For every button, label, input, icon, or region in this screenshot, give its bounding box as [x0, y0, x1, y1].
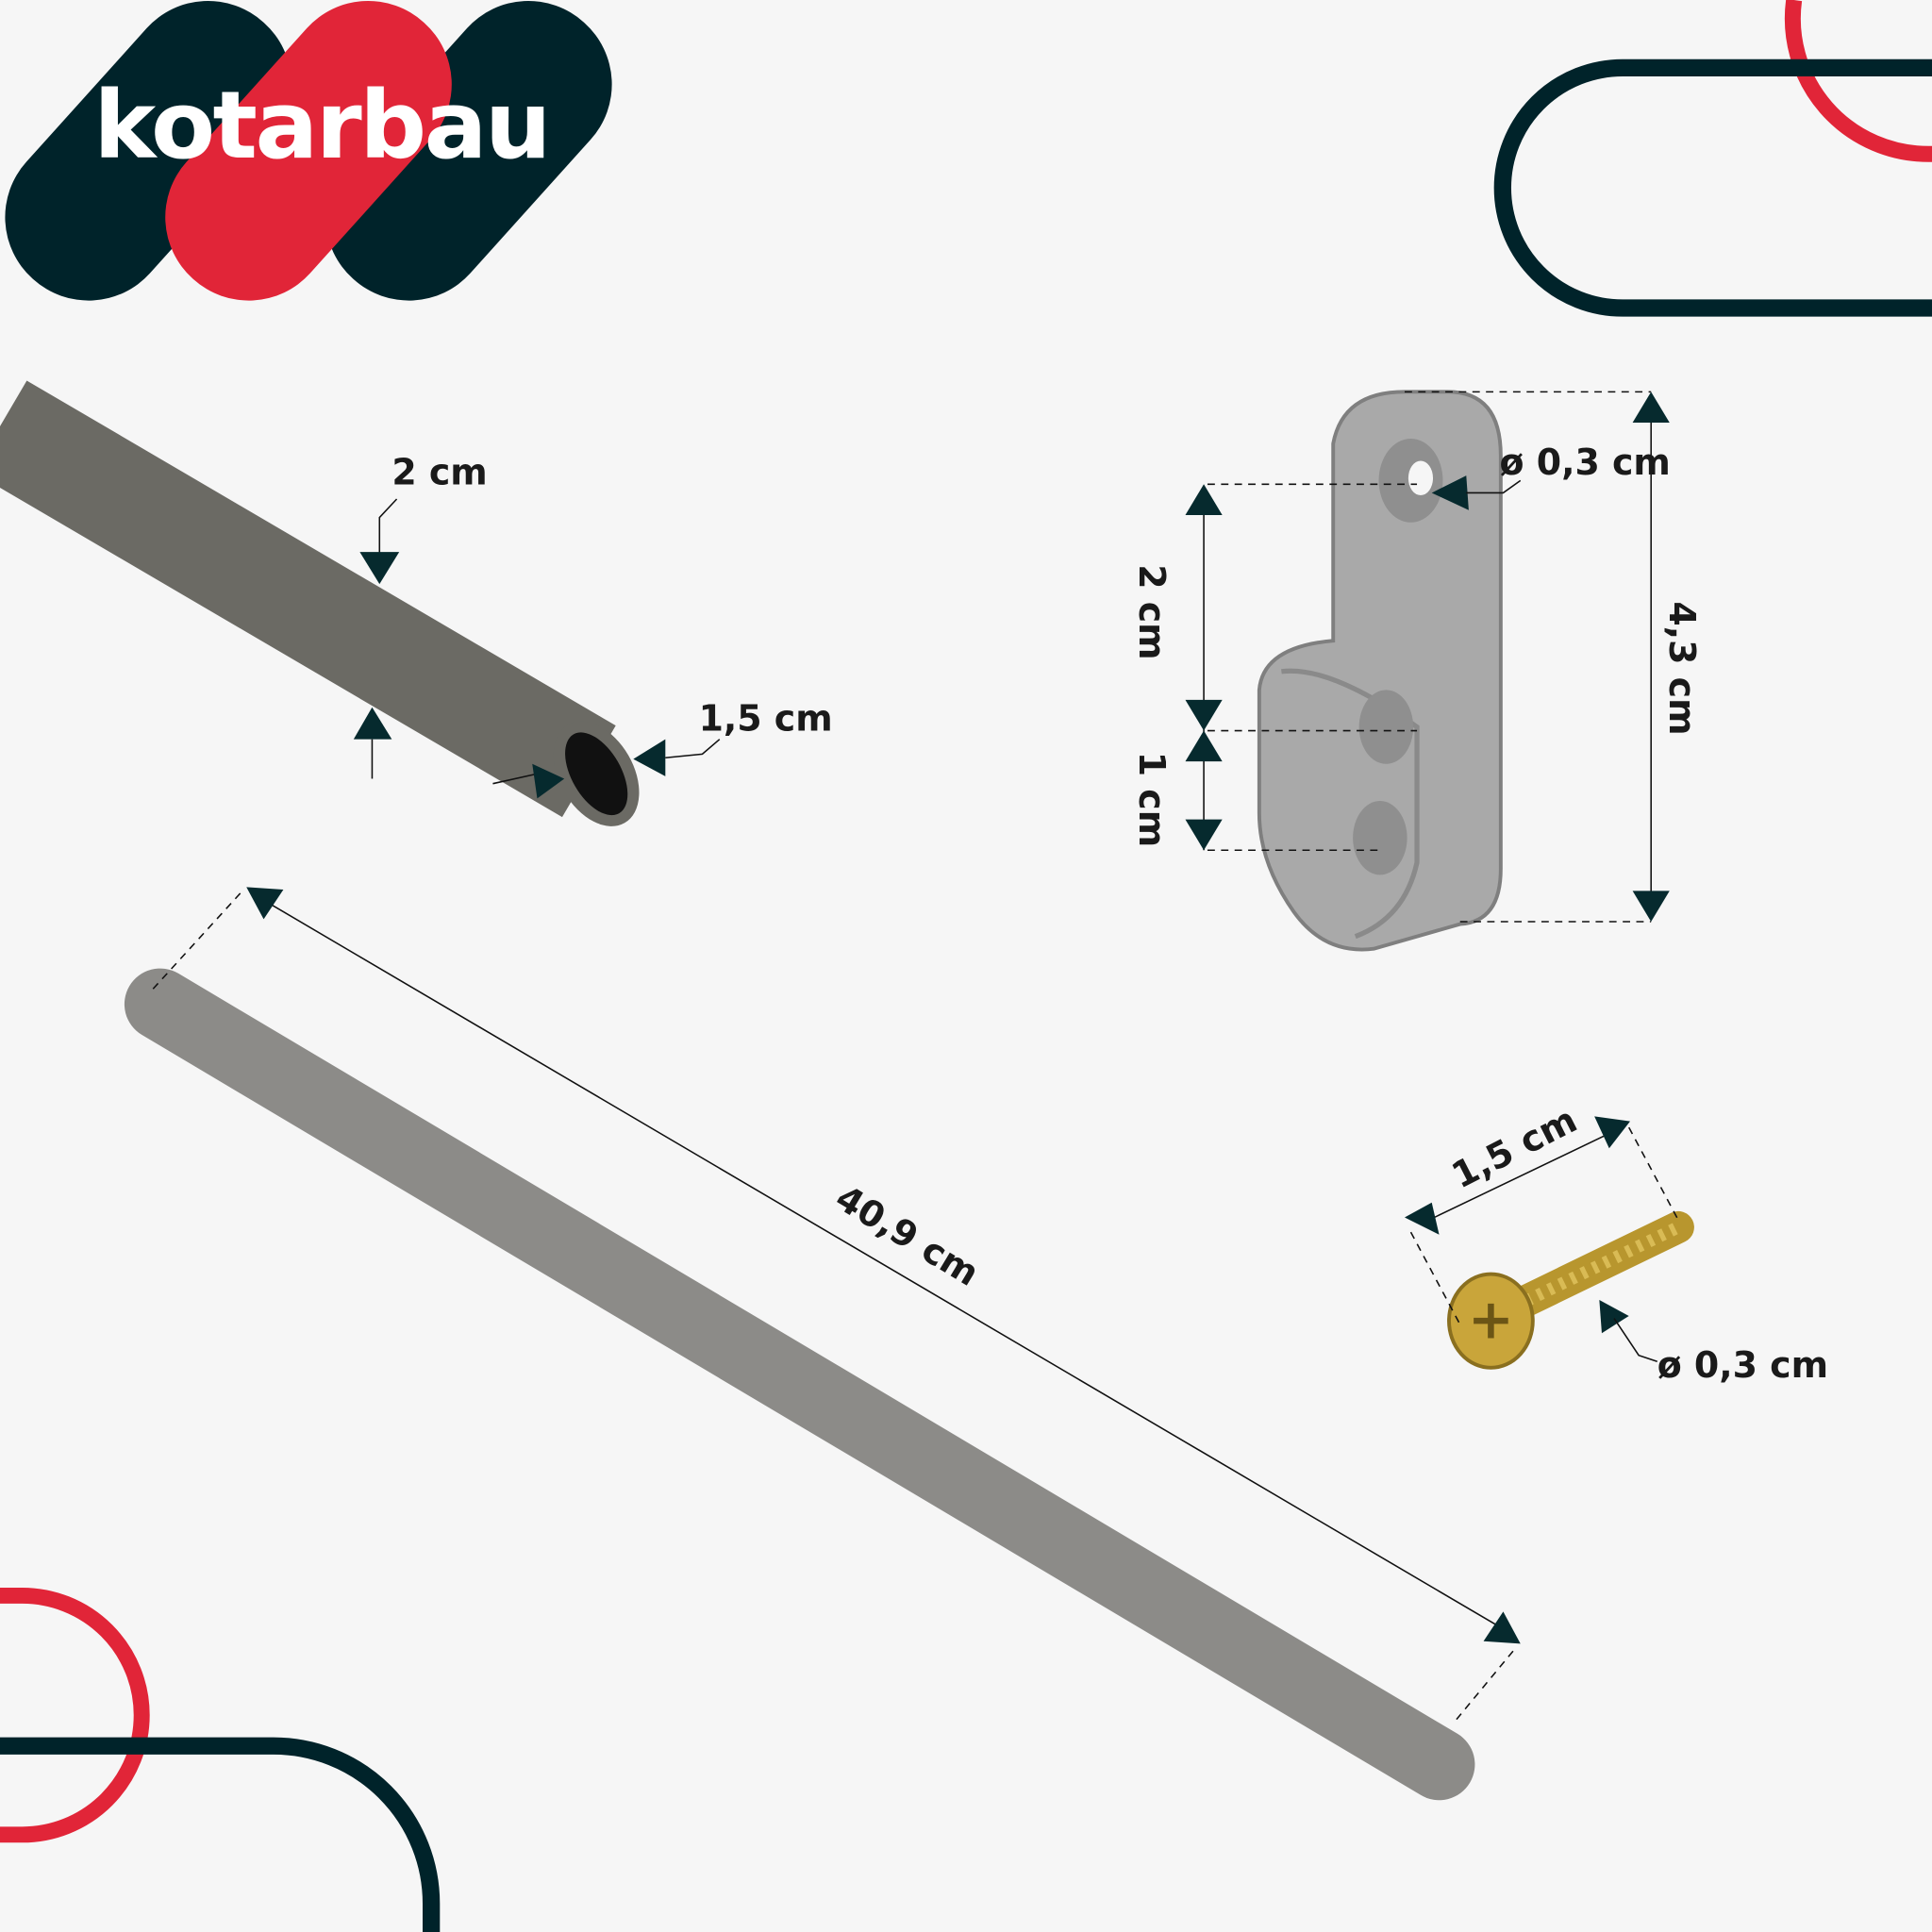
- arrow-icon: [1632, 391, 1670, 423]
- arrow-icon: [633, 739, 666, 776]
- kotarbau-logo: kotarbau: [5, 0, 612, 301]
- rod-closeup: 2 cm 1,5 cm: [0, 380, 833, 826]
- arrow-icon: [1594, 1116, 1630, 1149]
- bracket-lower-spacing-label: 1 cm: [1131, 752, 1173, 847]
- arrow-icon: [359, 552, 400, 585]
- arrow-icon: [1431, 475, 1469, 510]
- arrow-icon: [1185, 699, 1223, 731]
- rod-width-label: 1,5 cm: [699, 698, 833, 740]
- bracket-upper-spacing-label: 2 cm: [1131, 564, 1173, 659]
- decor-red-stadium-top: [1784, 0, 1932, 162]
- arrow-icon: [1404, 1202, 1440, 1235]
- screw-diameter-label: ø 0,3 cm: [1657, 1344, 1828, 1386]
- arrow-icon: [1483, 1611, 1521, 1644]
- logo-text: kotarbau: [93, 72, 549, 180]
- arrow-icon: [1185, 819, 1223, 851]
- arrow-icon: [353, 707, 392, 740]
- bracket: ø 0,3 cm 2 cm 1 cm 4,3 cm: [1131, 390, 1703, 952]
- arrow-icon: [1599, 1299, 1629, 1334]
- bracket-hole-label: ø 0,3 cm: [1500, 441, 1671, 483]
- decor-dark-stadium-top: [1493, 58, 1932, 317]
- arrow-icon: [1185, 484, 1223, 515]
- rod-height-label: 2 cm: [391, 451, 487, 492]
- bracket-height-label: 4,3 cm: [1661, 601, 1703, 735]
- arrow-icon: [1185, 730, 1223, 762]
- arrow-icon: [246, 887, 284, 920]
- decor-red-stadium-bottom: [0, 1587, 150, 1843]
- arrow-icon: [1632, 891, 1670, 922]
- decor-dark-stadium-bottom: [0, 1737, 441, 1932]
- arrow-icon: [532, 763, 565, 799]
